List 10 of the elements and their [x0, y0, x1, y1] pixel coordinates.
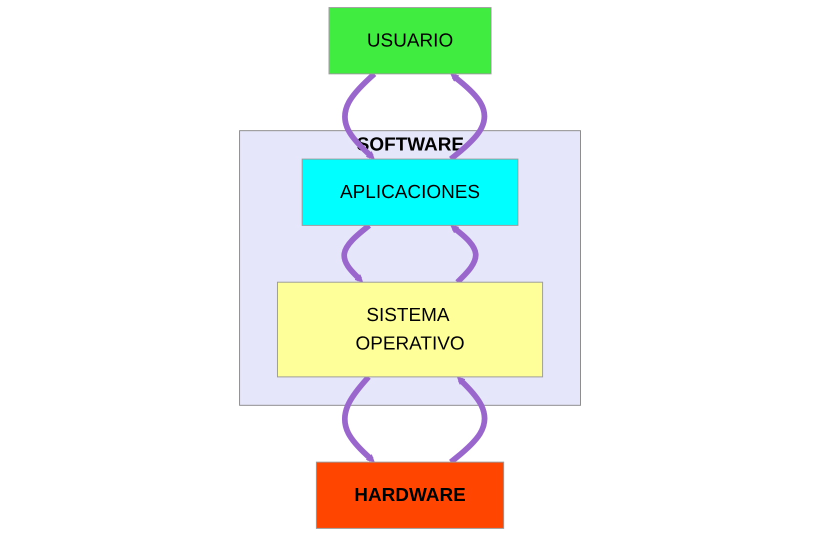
node-box: SISTEMA OPERATIVO	[277, 282, 544, 378]
arrow	[450, 376, 488, 464]
node-box: USUARIO	[329, 7, 492, 74]
node-box: HARDWARE	[316, 462, 505, 529]
node-box: APLICACIONES	[302, 158, 519, 226]
arrow	[342, 223, 372, 283]
arrow	[342, 375, 376, 462]
arrow	[450, 73, 488, 162]
arrow	[342, 72, 377, 160]
arrow	[450, 225, 480, 284]
